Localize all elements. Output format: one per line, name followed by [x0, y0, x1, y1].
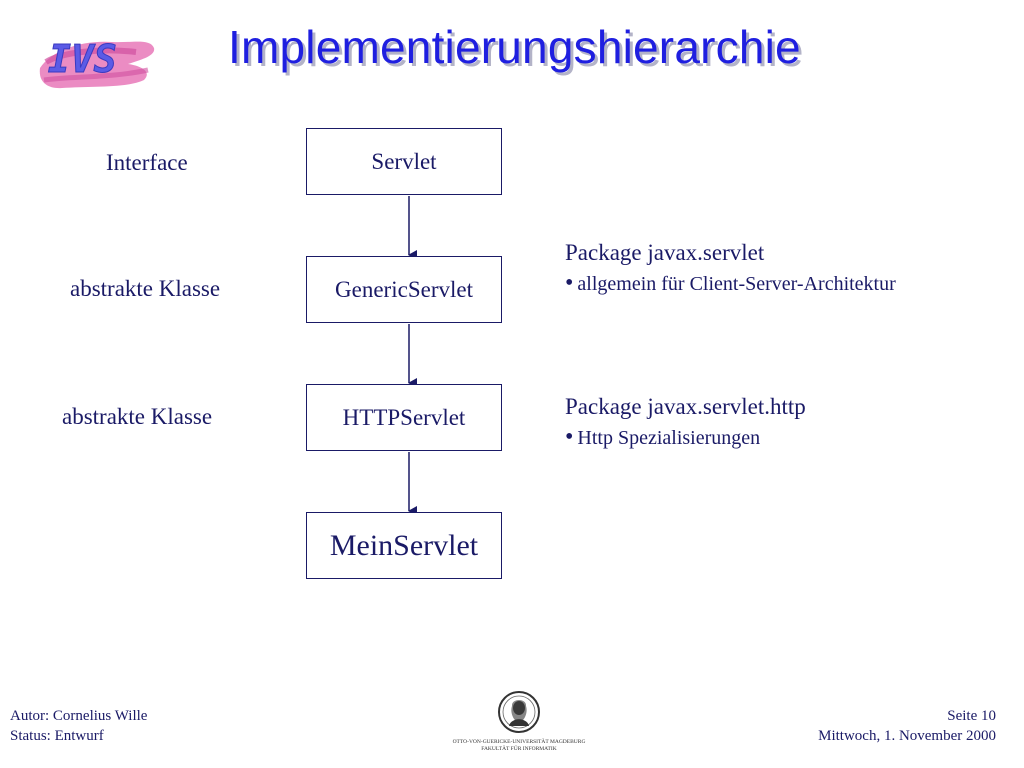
- slide-title: Implementierungshierarchie: [228, 21, 801, 73]
- package-servlet-http: Package javax.servlet.http •Http Spezial…: [565, 394, 806, 451]
- box-servlet: Servlet: [306, 128, 502, 195]
- ivs-logo: IVS: [32, 22, 158, 96]
- footer-page: Seite 10: [947, 708, 996, 724]
- package-servlet-title: Package javax.servlet: [565, 240, 765, 265]
- footer-author: Autor: Cornelius Wille: [10, 708, 148, 724]
- package-servlet-http-title: Package javax.servlet.http: [565, 394, 806, 419]
- bullet-icon: •: [565, 424, 574, 450]
- bullet-icon: •: [565, 270, 574, 296]
- package-servlet-http-bullet-text: Http Spezialisierungen: [577, 427, 761, 449]
- footer-left: Autor: Cornelius Wille Status: Entwurf: [10, 706, 147, 746]
- box-meinservlet: MeinServlet: [306, 512, 502, 579]
- label-abstract-class-2: abstrakte Klasse: [62, 404, 213, 429]
- package-servlet-bullet: •allgemein für Client-Server-Architektur: [565, 270, 896, 297]
- footer-status: Status: Entwurf: [10, 728, 104, 744]
- svg-text:IVS: IVS: [48, 37, 117, 81]
- package-servlet-http-bullet: •Http Spezialisierungen: [565, 424, 806, 451]
- seal-faculty: FAKULTÄT FÜR INFORMATIK: [481, 746, 557, 752]
- seal-university: OTTO-VON-GUERICKE-UNIVERSITÄT MAGDEBURG: [452, 739, 586, 745]
- package-servlet: Package javax.servlet •allgemein für Cli…: [565, 240, 896, 297]
- package-servlet-bullet-text: allgemein für Client-Server-Architektur: [577, 273, 896, 295]
- label-abstract-class-1: abstrakte Klasse: [70, 276, 221, 301]
- label-interface: Interface: [106, 150, 188, 175]
- guericke-portrait-icon: [498, 691, 540, 733]
- box-httpservlet: HTTPServlet: [306, 384, 502, 451]
- footer-right: Seite 10 Mittwoch, 1. November 2000: [818, 706, 996, 746]
- footer-date: Mittwoch, 1. November 2000: [818, 728, 996, 744]
- university-seal: OTTO-VON-GUERICKE-UNIVERSITÄT MAGDEBURG …: [449, 690, 589, 752]
- box-genericservlet: GenericServlet: [306, 256, 502, 323]
